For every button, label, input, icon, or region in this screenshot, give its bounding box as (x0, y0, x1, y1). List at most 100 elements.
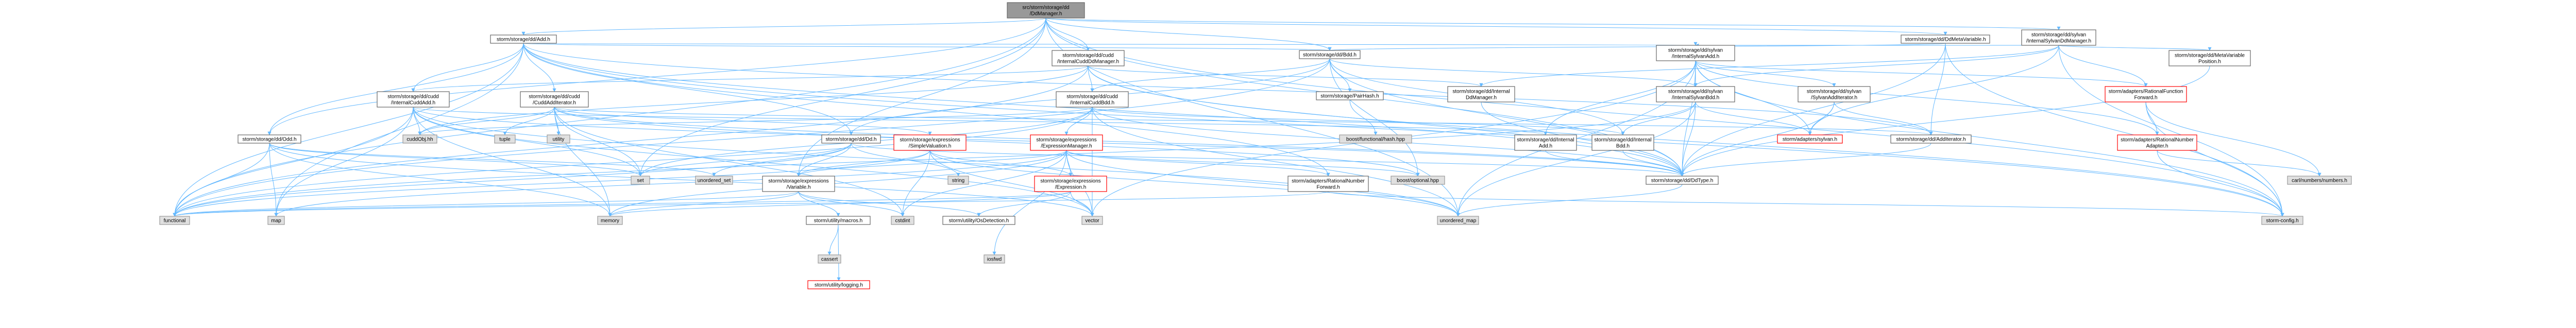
node-label: cuddObj.hh (406, 137, 433, 143)
edge-group (554, 107, 905, 217)
edge-sylvanddmgr-to-ratfunc (2058, 45, 2148, 87)
edge-ratfunc-to-ratnum (2145, 101, 2159, 135)
node-tuple[interactable]: tuple (494, 134, 516, 144)
edge-cuddinternalbdd-to-cuddobjh (418, 107, 1093, 135)
node-box (893, 134, 967, 151)
node-label: Forward.h (1316, 185, 1340, 191)
node-logging[interactable]: storm/utility/logging.h (807, 280, 870, 289)
node-sylvanadd[interactable]: storm/storage/dd/sylvan/InternalSylvanAd… (1656, 45, 1735, 61)
node-map[interactable]: map (267, 216, 285, 225)
node-unordered_map[interactable]: unordered_map (1437, 216, 1479, 225)
node-label: carl/numbers/numbers.h (2292, 178, 2347, 184)
edge-addit-to-ddtype (1680, 143, 1931, 177)
node-vector[interactable]: vector (1081, 216, 1103, 225)
node-label: unordered_map (1440, 218, 1477, 224)
node-ostream[interactable]: storm/utility/OsDetection.h (942, 216, 1015, 225)
edge-ratnumfwd-to-functional (173, 191, 1329, 217)
node-label: /InternalSylvanAdd.h (1672, 54, 1719, 60)
node-string[interactable]: string (947, 176, 969, 185)
node-variable[interactable]: storm/storage/expressions/Variable.h (762, 176, 835, 192)
node-cstdint[interactable]: cstdint (891, 216, 914, 225)
node-dd[interactable]: storm/storage/dd/Dd.h (821, 134, 881, 144)
edge-cuddaddit-to-cstdint (554, 107, 905, 217)
edge-group (1545, 150, 1684, 177)
node-exprmgr[interactable]: storm/storage/expressions/ExpressionMana… (1030, 134, 1103, 151)
edge-group (173, 107, 414, 217)
edge-permute-to-hash (1349, 99, 1378, 135)
edge-cuddaddit-to-simpleval (554, 107, 932, 135)
node-sylvanh[interactable]: storm/adapters/sylvan.h (1777, 134, 1843, 144)
edge-bdd-to-sylvanbdd (1329, 58, 1698, 87)
edge-cuddinternalbdd-to-internalbdd (1092, 107, 1625, 135)
edge-group (1680, 43, 1946, 177)
edge-group (1945, 43, 2284, 217)
node-clnnumbers[interactable]: carl/numbers/numbers.h (2287, 176, 2352, 185)
node-permute[interactable]: storm/storage/PairHash.h (1316, 91, 1384, 100)
node-label: storm/storage/dd/sylvan (1807, 89, 1861, 95)
edge-cuddinternalmgr-to-cuddinternaladd (411, 65, 1089, 92)
edge-group (173, 191, 1329, 217)
node-label: src/storm/storage/dd (1022, 5, 1069, 11)
edge-group (1064, 107, 1093, 135)
node-hash[interactable]: boost/functional/hash.hpp (1339, 134, 1412, 144)
edge-expression-to-memory (608, 191, 1071, 217)
edge-group (638, 143, 852, 177)
edge-ddmetavar-to-stormconfig (1945, 43, 2284, 217)
node-odd[interactable]: storm/storage/dd/Odd.h (238, 134, 301, 144)
node-label: storm/storage/dd/Internal (1594, 137, 1651, 143)
node-functional[interactable]: functional (159, 216, 190, 225)
node-ddtype[interactable]: storm/storage/dd/DdType.h (1646, 176, 1719, 185)
node-cassert[interactable]: cassert (818, 254, 841, 264)
node-label: string (952, 178, 964, 184)
edge-cuddinternalmgr-to-ddtype (1088, 65, 1684, 177)
node-optional[interactable]: boost/optional.hpp (1391, 176, 1445, 185)
edge-exprmgr-to-memory (608, 150, 1067, 217)
edge-add-to-sylvanadd (523, 42, 1696, 46)
node-cuddinternalbdd[interactable]: storm/storage/dd/cudd/InternalCuddBdd.h (1056, 91, 1129, 108)
edge-exprmgr-to-cstdint (901, 150, 1067, 217)
node-memory[interactable]: memory (597, 216, 623, 225)
node-sylvanaddit[interactable]: storm/storage/dd/sylvan/SylvanAddIterato… (1798, 86, 1871, 102)
node-expression[interactable]: storm/storage/expressions/Expression.h (1034, 176, 1107, 192)
node-stormconfig[interactable]: storm-config.h (2261, 216, 2303, 225)
node-label: storm/storage/dd/cudd (387, 94, 439, 100)
edge-root-to-odd (267, 18, 1046, 135)
node-utility[interactable]: utility (547, 134, 570, 144)
node-label: /InternalSylvanDdManager.h (2026, 39, 2091, 44)
node-cuddaddit[interactable]: storm/storage/dd/cudd/CuddAddIterator.h (520, 91, 589, 108)
node-bdd[interactable]: storm/storage/dd/Bdd.h (1299, 50, 1361, 59)
node-ddmetavar[interactable]: storm/storage/dd/DdMetaVariable.h (1901, 34, 1990, 44)
node-macros[interactable]: storm/utility/macros.h (806, 216, 871, 225)
edge-group (929, 150, 1460, 217)
edge-group (1066, 150, 1460, 217)
edge-cuddinternaladd-to-functional (173, 107, 414, 217)
edge-ddmetavar-to-ddtype (1680, 43, 1946, 177)
node-cuddinternaladd[interactable]: storm/storage/dd/cudd/InternalCuddAdd.h (377, 91, 450, 108)
edge-group (1680, 143, 1931, 177)
node-add[interactable]: storm/storage/dd/Add.h (490, 34, 557, 44)
edge-group (1349, 99, 1378, 135)
node-cuddinternalmgr[interactable]: storm/storage/dd/cudd/InternalCuddDdMana… (1052, 50, 1125, 66)
edge-exprmgr-to-optional (1066, 150, 1420, 177)
edge-group (1092, 107, 1460, 217)
node-iosfwd[interactable]: iosfwd (984, 254, 1005, 264)
edge-group (1328, 191, 2284, 217)
edge-macros-to-logging (837, 224, 841, 281)
edge-internalbdd-to-ddtype (1622, 150, 1684, 177)
node-addit[interactable]: storm/storage/dd/AddIterator.h (1890, 134, 1972, 144)
node-cuddobjh[interactable]: cuddObj.hh (402, 134, 437, 144)
node-sylvanbdd[interactable]: storm/storage/dd/sylvan/InternalSylvanBd… (1656, 86, 1735, 102)
node-set[interactable]: set (631, 176, 650, 185)
edge-group (269, 143, 612, 217)
node-unordered_set[interactable]: unordered_set (695, 176, 733, 185)
node-simpleval[interactable]: storm/storage/expressions/SimpleValuatio… (893, 134, 967, 151)
edge-dd-to-unordered_set (712, 143, 852, 177)
node-sylvanddmgr[interactable]: storm/storage/dd/sylvan/InternalSylvanDd… (2021, 29, 2096, 46)
